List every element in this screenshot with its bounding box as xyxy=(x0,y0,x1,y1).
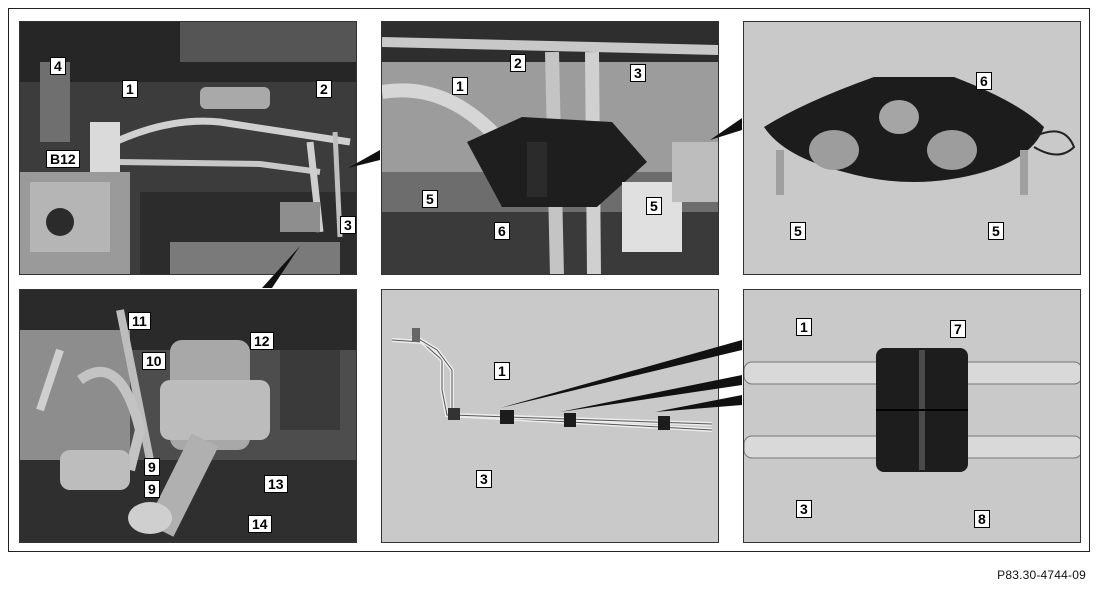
bracket-closeup-photo xyxy=(382,22,718,274)
callout-5-right: 5 xyxy=(988,222,1004,240)
panel-bracket-part: 6 5 5 xyxy=(743,21,1081,275)
callout-1: 1 xyxy=(796,318,812,336)
callout-9-upper: 9 xyxy=(144,458,160,476)
panel-pipe-routing: 1 3 xyxy=(381,289,719,543)
callout-3: 3 xyxy=(796,500,812,518)
callout-6: 6 xyxy=(976,72,992,90)
callout-5-left: 5 xyxy=(790,222,806,240)
bracket-part-illustration xyxy=(744,22,1080,274)
callout-3: 3 xyxy=(476,470,492,488)
callout-7: 7 xyxy=(950,320,966,338)
callout-5-right: 5 xyxy=(646,197,662,215)
callout-3: 3 xyxy=(340,216,356,234)
figure-frame: 4 1 B12 2 3 1 2 3 5 6 5 xyxy=(8,8,1090,552)
figure-reference-code: P83.30-4744-09 xyxy=(997,568,1086,582)
callout-13: 13 xyxy=(264,475,288,493)
callout-4: 4 xyxy=(50,57,66,75)
callout-5-left: 5 xyxy=(422,190,438,208)
pipe-routing-diagram xyxy=(382,290,718,542)
callout-10: 10 xyxy=(142,352,166,370)
panel-engine-bay: 4 1 B12 2 3 xyxy=(19,21,357,275)
steering-gear-photo xyxy=(20,290,356,542)
callout-3: 3 xyxy=(630,64,646,82)
callout-2: 2 xyxy=(316,80,332,98)
pipe-clip-illustration xyxy=(744,290,1080,542)
callout-b12: B12 xyxy=(46,150,80,168)
callout-9-lower: 9 xyxy=(144,480,160,498)
panel-bracket-closeup: 1 2 3 5 6 5 xyxy=(381,21,719,275)
callout-14: 14 xyxy=(248,515,272,533)
callout-1: 1 xyxy=(452,77,468,95)
engine-bay-photo xyxy=(20,22,356,274)
callout-1: 1 xyxy=(122,80,138,98)
callout-2: 2 xyxy=(510,54,526,72)
callout-6: 6 xyxy=(494,222,510,240)
callout-8: 8 xyxy=(974,510,990,528)
panel-steering-gear: 11 12 10 9 13 9 14 xyxy=(19,289,357,543)
callout-11: 11 xyxy=(128,312,151,330)
callout-1: 1 xyxy=(494,362,510,380)
panel-pipe-clip: 1 7 3 8 xyxy=(743,289,1081,543)
callout-12: 12 xyxy=(250,332,274,350)
